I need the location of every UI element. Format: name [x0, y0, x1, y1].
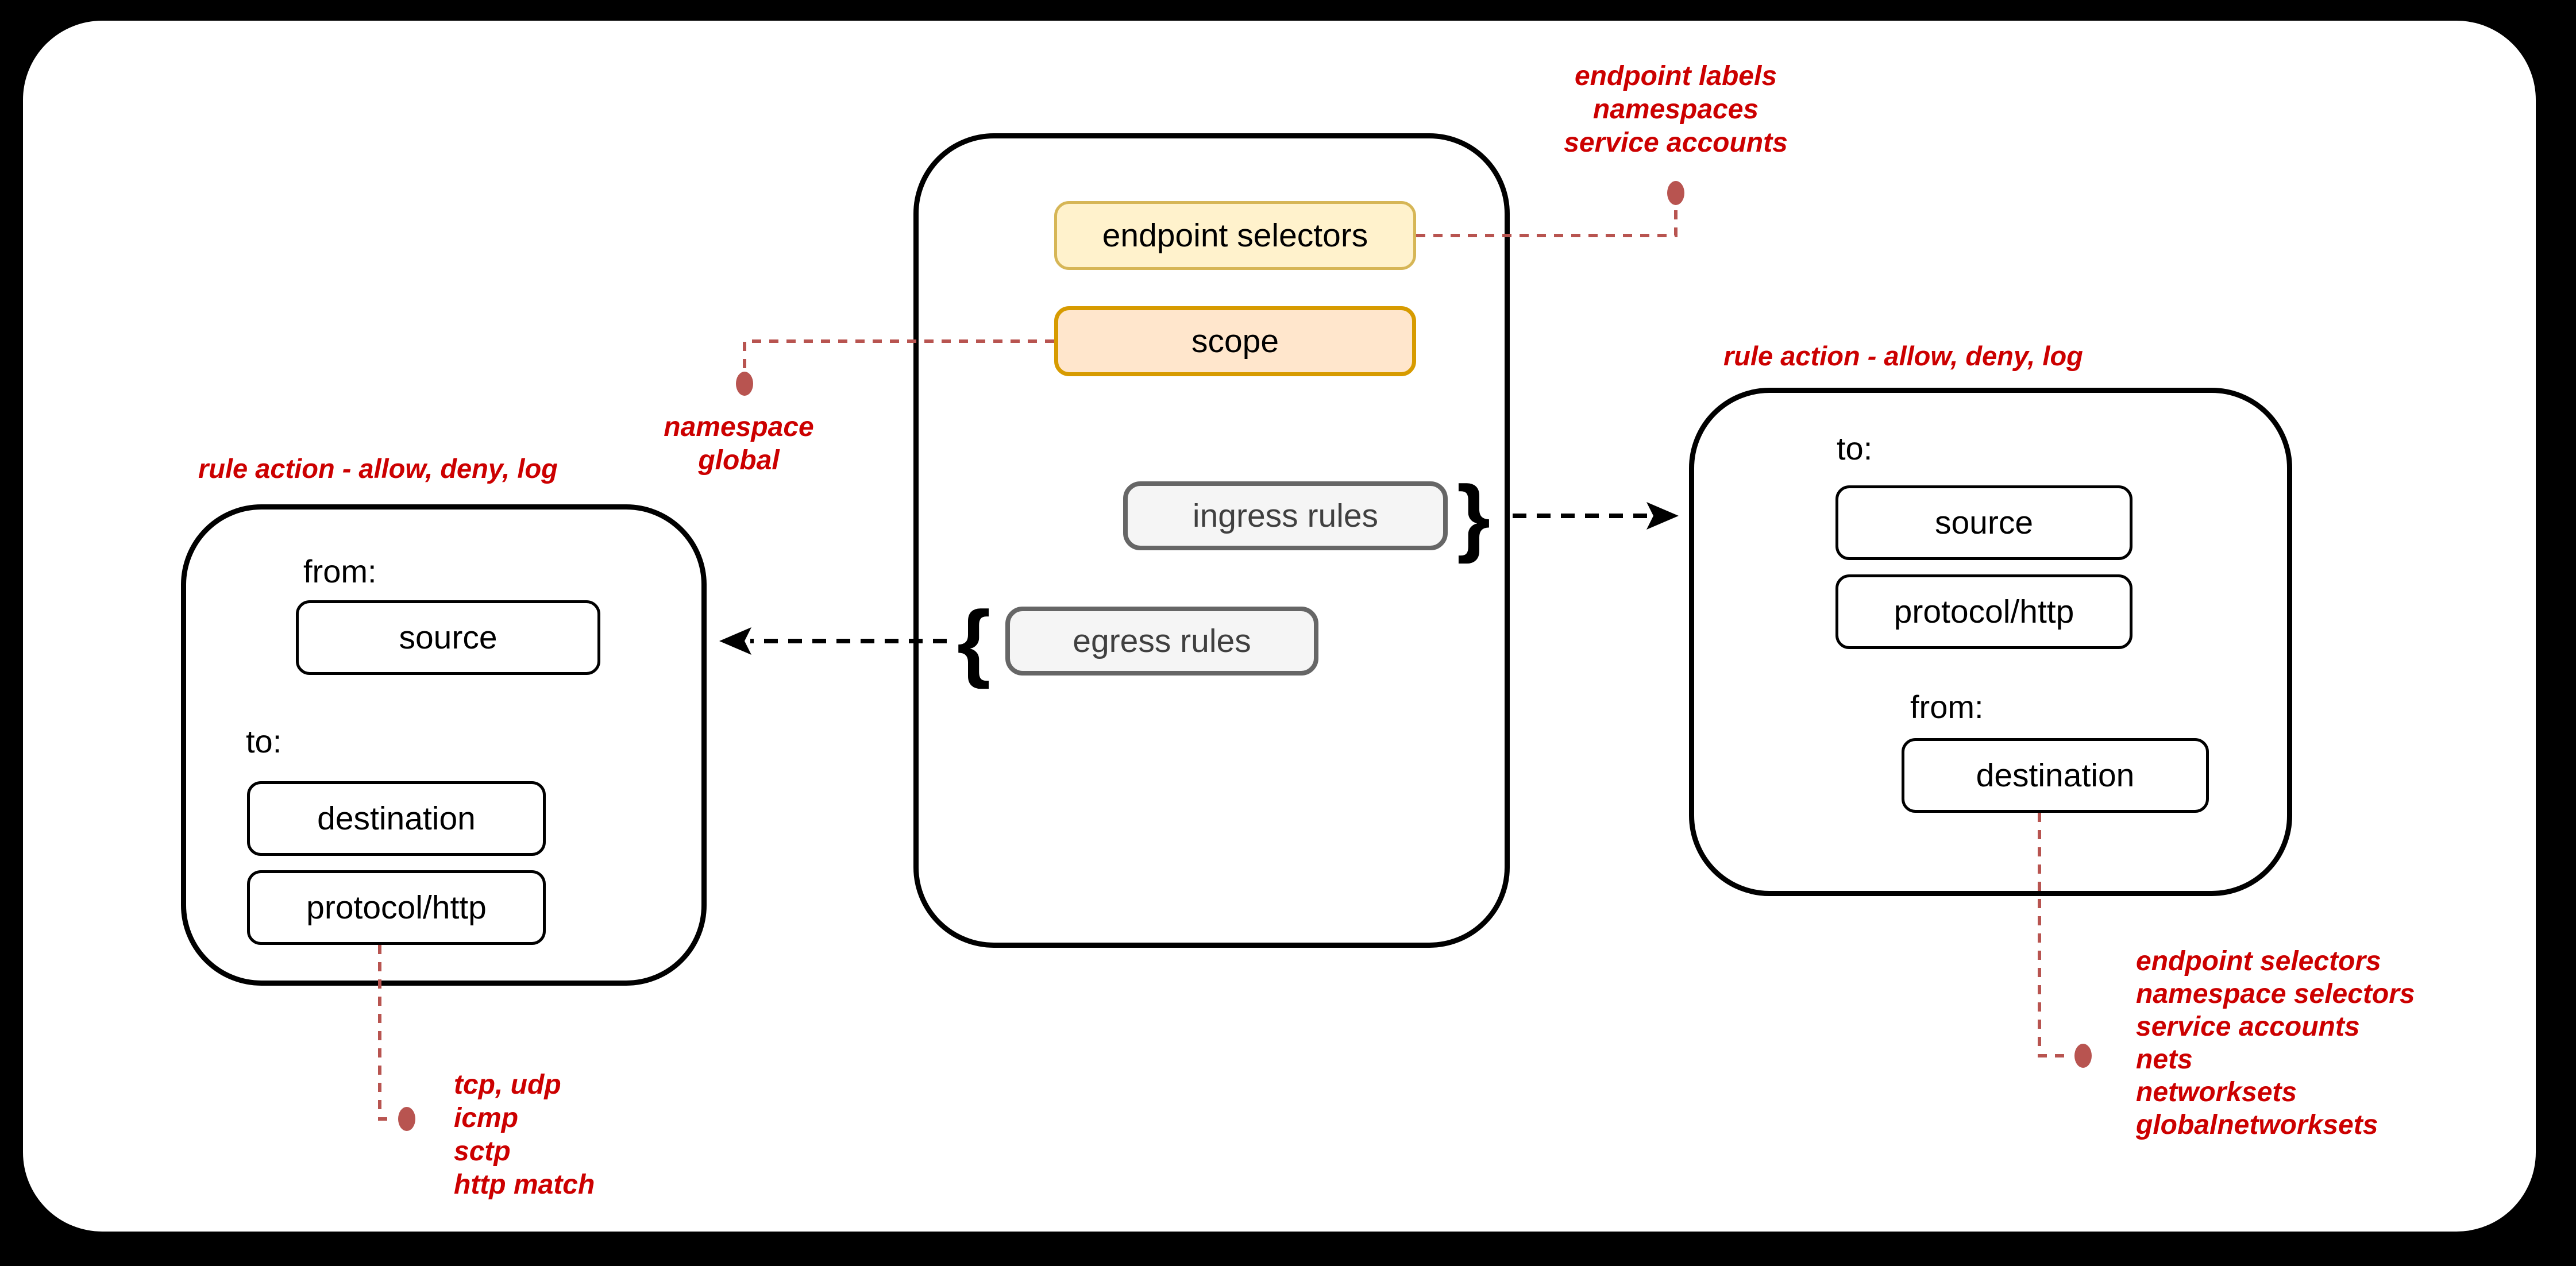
endpoint-selectors-label: endpoint selectors	[1102, 217, 1368, 254]
note-line: service accounts	[2136, 1012, 2360, 1042]
egress-destination-label: destination	[317, 800, 476, 837]
ingress-protocol-box: protocol/http	[1835, 574, 2132, 649]
ingress-destination-label: destination	[1976, 757, 2135, 794]
note-line: namespaces	[1592, 94, 1759, 125]
note-line: http match	[454, 1169, 595, 1200]
scope-label: scope	[1191, 323, 1279, 360]
note-line: globalnetworksets	[2136, 1110, 2378, 1140]
egress-source-label: source	[399, 619, 498, 656]
endpoint-selectors-note: endpoint labels namespaces service accou…	[1503, 60, 1848, 160]
egress-rules-label: egress rules	[1073, 623, 1251, 659]
note-line: namespace selectors	[2136, 979, 2415, 1009]
egress-rules-box: egress rules	[1005, 607, 1318, 676]
egress-protocol-box: protocol/http	[247, 870, 546, 945]
egress-source-box: source	[296, 600, 600, 675]
note-line: endpoint selectors	[2136, 946, 2381, 976]
note-line: sctp	[454, 1136, 511, 1167]
egress-from-label: from:	[303, 553, 377, 589]
protocol-note: tcp, udp icmp sctp http match	[454, 1068, 595, 1202]
note-line: endpoint labels	[1574, 61, 1777, 91]
ingress-source-box: source	[1835, 485, 2132, 560]
endpoint-selectors-box: endpoint selectors	[1054, 201, 1416, 270]
ingress-rule-title: rule action - allow, deny, log	[1723, 341, 2083, 371]
ingress-destination-box: destination	[1902, 738, 2209, 813]
ingress-from-label: from:	[1910, 689, 1984, 725]
ingress-to-label: to:	[1837, 430, 1873, 466]
egress-rule-title: rule action - allow, deny, log	[198, 453, 558, 484]
note-line: namespace	[664, 412, 814, 442]
ingress-rules-label: ingress rules	[1192, 497, 1379, 534]
scope-box: scope	[1054, 306, 1416, 376]
note-line: tcp, udp	[454, 1070, 561, 1100]
note-line: networksets	[2136, 1077, 2297, 1107]
scope-note: namespace global	[653, 411, 825, 477]
ingress-brace: }	[1456, 468, 1491, 564]
note-line: icmp	[454, 1103, 519, 1133]
note-line: service accounts	[1564, 128, 1788, 158]
egress-brace: {	[957, 593, 991, 689]
note-line: nets	[2136, 1044, 2193, 1075]
egress-to-label: to:	[246, 723, 282, 759]
egress-protocol-label: protocol/http	[306, 889, 487, 926]
ingress-rules-box: ingress rules	[1123, 481, 1448, 550]
ingress-source-label: source	[1934, 504, 2034, 541]
ingress-protocol-label: protocol/http	[1894, 593, 2074, 630]
destination-note: endpoint selectors namespace selectors s…	[2136, 945, 2415, 1141]
note-line: global	[698, 445, 780, 476]
egress-destination-box: destination	[247, 781, 546, 856]
